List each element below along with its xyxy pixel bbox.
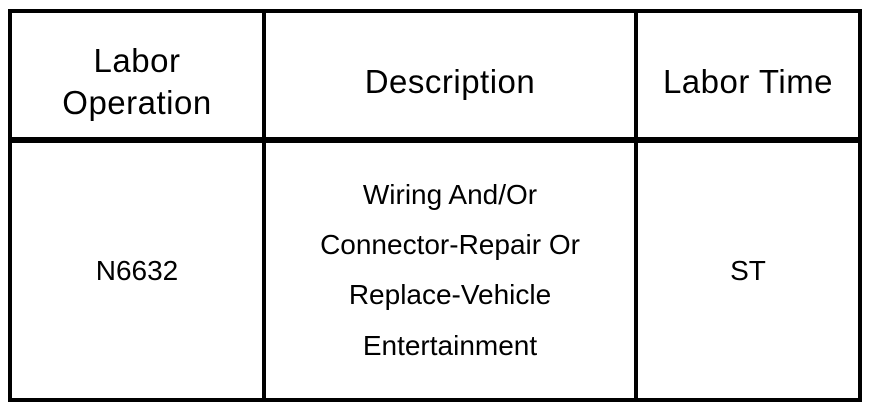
cell-labor-time: ST: [634, 137, 862, 403]
table-header-row: Labor Operation Description Labor Time: [8, 9, 862, 143]
column-header-labor-operation: Labor Operation: [8, 9, 266, 143]
column-header-labor-operation-label: Labor Operation: [62, 42, 212, 121]
column-header-labor-time: Labor Time: [634, 9, 862, 143]
column-header-labor-time-label: Labor Time: [662, 62, 834, 100]
cell-description: Wiring And/Or Connector-Repair Or Replac…: [262, 137, 638, 403]
column-header-description-label: Description: [364, 62, 536, 100]
cell-labor-operation: N6632: [8, 137, 266, 403]
column-header-description: Description: [262, 9, 638, 143]
table-row: N6632 Wiring And/Or Connector-Repair Or …: [8, 137, 862, 403]
labor-operations-table: Labor Operation Description Labor Time N…: [8, 9, 862, 403]
